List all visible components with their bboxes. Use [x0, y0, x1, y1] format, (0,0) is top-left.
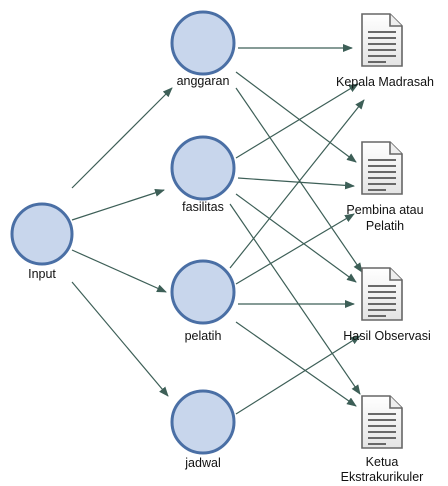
edge-fasilitas-kepala: [235, 83, 359, 159]
node-anggaran-label: anggaran: [177, 74, 230, 88]
node-input-label: Input: [28, 267, 56, 281]
edge-input-fasilitas: [71, 188, 165, 221]
edge-input-jadwal: [71, 281, 169, 397]
node-anggaran-circle: [170, 10, 236, 76]
node-input-circle: [10, 202, 74, 266]
edge-input-pelatih: [71, 249, 167, 293]
edge-pelatih-ketua: [235, 321, 357, 407]
concept-nodes: [10, 10, 236, 455]
node-jadwal-label: jadwal: [184, 456, 220, 470]
document-icon-ketua: [361, 395, 403, 449]
edge-fasilitas-ketua: [229, 203, 361, 395]
edge-jadwal-hasil: [235, 335, 361, 415]
node-fasilitas-circle: [170, 135, 236, 201]
edge-pelatih-kepala: [229, 99, 365, 269]
output-pembina-label-line2: Pelatih: [366, 219, 404, 233]
node-jadwal-circle: [170, 389, 236, 455]
output-kepala-label: Kepala Madrasah: [336, 75, 434, 89]
document-icon-kepala: [361, 13, 403, 67]
output-ketua-label-line1: Ketua: [366, 455, 399, 469]
edge-anggaran-hasil: [235, 87, 363, 273]
edge-pelatih-pembina: [235, 213, 355, 285]
edge-fasilitas-hasil: [235, 193, 357, 283]
node-fasilitas-label: fasilitas: [182, 200, 224, 214]
output-ketua-label-line2: Ekstrakurikuler: [341, 470, 424, 484]
node-pelatih-circle: [170, 259, 236, 325]
labels: Input anggaran fasilitas pelatih jadwal …: [28, 74, 434, 484]
node-pelatih-label: pelatih: [185, 329, 222, 343]
edge-anggaran-pembina: [235, 71, 357, 163]
output-hasil-label: Hasil Observasi: [343, 329, 431, 343]
output-pembina-label-line1: Pembina atau: [346, 203, 423, 217]
edges: [71, 44, 365, 415]
document-icon-pembina: [361, 141, 403, 195]
edge-input-anggaran: [71, 87, 173, 189]
document-icon-hasil: [361, 267, 403, 321]
edge-fasilitas-pembina: [237, 177, 355, 190]
